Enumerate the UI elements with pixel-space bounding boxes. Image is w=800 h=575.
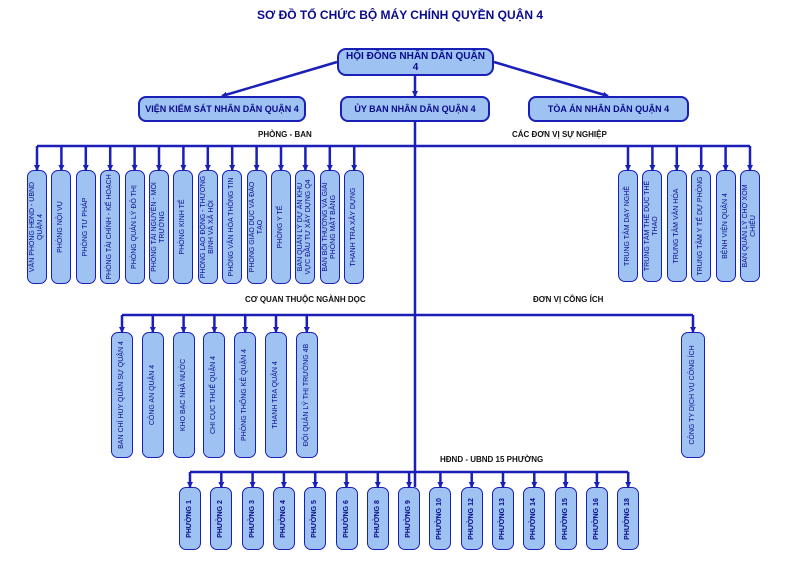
wards-label: HĐND - UBND 15 PHƯỜNG [440,455,544,464]
ward-box-label: PHƯỜNG 10 [436,497,444,540]
vertical-agency-box-5: PHÒNG THỐNG KÊ QUẬN 4 [234,332,257,458]
ward-box-label: PHƯỜNG 12 [467,497,475,540]
ward-box-9: PHƯỜNG 10 [429,487,452,550]
department-box-3: PHÒNG TƯ PHÁP [75,170,96,284]
department-box-label: PHÒNG GIÁO DỤC VÀ ĐÀO TẠO [248,181,264,273]
department-box-label: BAN BỒI THƯỜNG VÀ GIẢI PHÓNG MẶT BẰNG [321,182,337,272]
ward-box-4: PHƯỜNG 4 [272,487,295,550]
ward-box-14: PHƯỜNG 16 [585,487,608,550]
vertical-agency-box-label: KHO BẠC NHÀ NƯỚC [179,358,187,432]
service-unit-box-label: TRUNG TÂM DẠY NGHỀ [624,186,631,266]
department-box-label: PHÒNG QUẢN LÝ ĐÔ THỊ [130,185,138,269]
vertical-agencies-label: CƠ QUAN THUỘC NGÀNH DỌC [245,295,366,304]
committee-box: ỦY BAN NHÂN DÂN QUẬN 4 [340,96,490,122]
department-box-5: PHÒNG QUẢN LÝ ĐÔ THỊ [124,170,145,284]
service-unit-box-label: BAN QUẢN LÝ CHỢ XÓM CHIẾU [742,184,757,268]
vertical-agency-box-label: ĐỘI QUẢN LÝ THỊ TRƯỜNG 4B [302,343,310,447]
vertical-agency-box-2: CÔNG AN QUẬN 4 [141,332,164,458]
service-unit-box-6: BAN QUẢN LÝ CHỢ XÓM CHIẾU [740,170,760,282]
court-box: TÒA ÁN NHÂN DÂN QUẬN 4 [528,96,689,122]
departments-label: PHÒNG - BAN [258,130,312,139]
vertical-agency-box-label: PHÒNG THỐNG KÊ QUẬN 4 [241,348,249,442]
ward-box-label: PHƯỜNG 16 [592,497,600,540]
department-box-label: PHÒNG KINH TẾ [179,199,187,255]
service-units-label: CÁC ĐƠN VỊ SỰ NGHIỆP [512,130,607,139]
department-box-8: PHÒNG LAO ĐỘNG - THƯƠNG BINH VÀ XÃ HỘI [197,170,218,284]
ward-box-3: PHƯỜNG 3 [241,487,264,550]
vertical-agency-box-3: KHO BẠC NHÀ NƯỚC [172,332,195,458]
vertical-agency-box-6: THANH TRA QUẬN 4 [265,332,287,458]
service-unit-box-label: TRUNG TÂM Y TẾ DỰ PHÒNG [697,176,705,276]
ward-box-label: PHƯỜNG 13 [499,497,506,540]
service-unit-box-4: TRUNG TÂM Y TẾ DỰ PHÒNG [691,170,712,282]
ward-box-label: PHƯỜNG 1 [186,499,193,538]
public-unit-box-label: CÔNG TY DỊCH VỤ CÔNG ÍCH [689,345,696,445]
ward-box-5: PHƯỜNG 5 [304,487,327,550]
department-box-label: PHÒNG TÀI CHÍNH - KẾ HOẠCH [106,174,114,280]
department-box-2: PHÒNG NỘI VỤ [51,170,72,284]
department-box-11: PHÒNG Y TẾ [271,170,291,284]
vertical-agency-box-label: CÔNG AN QUẬN 4 [148,364,156,426]
vertical-agency-box-4: CHI CỤC THUẾ QUẬN 4 [203,332,226,458]
department-box-label: PHÒNG TÀI NGUYÊN - MÔI TRƯỜNG [151,182,166,272]
department-box-label: PHÒNG TƯ PHÁP [81,197,89,257]
service-unit-box-3: TRUNG TÂM VĂN HÓA [666,170,687,282]
department-box-13: BAN BỒI THƯỜNG VÀ GIẢI PHÓNG MẶT BẰNG [319,170,340,284]
department-box-label: PHÒNG NỘI VỤ [57,201,65,253]
ward-box-label: PHƯỜNG 6 [342,499,350,538]
service-unit-box-5: BỆNH VIỆN QUẬN 4 [715,170,736,282]
ward-box-15: PHƯỜNG 18 [617,487,640,550]
vertical-agency-box-label: CHI CỤC THUẾ QUẬN 4 [210,355,218,435]
department-box-14: THANH TRA XÂY DỰNG [344,170,365,284]
service-unit-box-label: TRUNG TÂM THỂ DỤC THỂ THAO [644,180,660,272]
vertical-agency-box-7: ĐỘI QUẢN LÝ THỊ TRƯỜNG 4B [295,332,318,458]
department-box-6: PHÒNG TÀI NGUYÊN - MÔI TRƯỜNG [149,170,169,284]
vertical-agency-box-1: BAN CHỈ HUY QUÂN SỰ QUẬN 4 [111,332,133,458]
department-box-9: PHÒNG VĂN HÓA THÔNG TIN [222,170,243,284]
department-box-label: PHÒNG LAO ĐỘNG - THƯƠNG BINH VÀ XÃ HỘI [199,175,215,279]
service-unit-box-1: TRUNG TÂM DẠY NGHỀ [618,170,638,282]
ward-box-2: PHƯỜNG 2 [210,487,233,550]
ward-box-label: PHƯỜNG 4 [279,499,287,538]
public-unit-box-1: CÔNG TY DỊCH VỤ CÔNG ÍCH [681,332,705,458]
ward-box-label: PHƯỜNG 9 [405,499,413,538]
vertical-agency-box-label: THANH TRA QUẬN 4 [272,361,279,429]
public-units-label: ĐƠN VỊ CÔNG ÍCH [533,295,604,304]
ward-box-12: PHƯỜNG 14 [523,487,546,550]
ward-box-13: PHƯỜNG 15 [554,487,577,550]
council-box: HỘI ĐỒNG NHÂN DÂN QUẬN 4 [337,48,494,76]
department-box-label: VĂN PHÒNG HĐND - UBND QUẬN 4 [29,181,44,273]
ward-box-1: PHƯỜNG 1 [179,487,201,550]
department-box-7: PHÒNG KINH TẾ [173,170,194,284]
department-box-12: BAN QUẢN LÝ DỰ ÁN KHU VỰC ĐẦU TƯ XÂY DỰN… [295,170,316,284]
ward-box-label: PHƯỜNG 2 [217,499,225,538]
department-box-label: PHÒNG Y TẾ [277,205,284,249]
department-box-label: BAN QUẢN LÝ DỰ ÁN KHU VỰC ĐẦU TƯ XÂY DỰN… [297,179,313,275]
service-unit-box-label: TRUNG TÂM VĂN HÓA [672,188,680,264]
department-box-1: VĂN PHÒNG HĐND - UBND QUẬN 4 [27,170,47,284]
service-unit-box-label: BỆNH VIỆN QUẬN 4 [721,193,729,259]
department-box-10: PHÒNG GIÁO DỤC VÀ ĐÀO TẠO [246,170,267,284]
department-box-label: THANH TRA XÂY DỰNG [350,187,358,267]
ward-box-7: PHƯỜNG 8 [366,487,389,550]
procuracy-box: VIỆN KIỂM SÁT NHÂN DÂN QUẬN 4 [138,96,306,122]
ward-box-8: PHƯỜNG 9 [398,487,421,550]
ward-box-label: PHƯỜNG 3 [248,499,256,538]
ward-box-6: PHƯỜNG 6 [335,487,358,550]
ward-box-label: PHƯỜNG 5 [311,499,319,538]
department-box-label: PHÒNG VĂN HÓA THÔNG TIN [228,177,236,277]
ward-box-label: PHƯỜNG 14 [530,497,538,540]
ward-box-label: PHƯỜNG 15 [561,497,569,540]
ward-box-label: PHƯỜNG 8 [373,499,381,538]
page-title: SƠ ĐỒ TỔ CHỨC BỘ MÁY CHÍNH QUYỀN QUẬN 4 [257,8,543,22]
ward-box-10: PHƯỜNG 12 [460,487,483,550]
vertical-agency-box-label: BAN CHỈ HUY QUÂN SỰ QUẬN 4 [118,341,125,449]
ward-box-label: PHƯỜNG 18 [624,497,632,540]
service-unit-box-2: TRUNG TÂM THỂ DỤC THỂ THAO [642,170,663,282]
department-box-4: PHÒNG TÀI CHÍNH - KẾ HOẠCH [100,170,121,284]
ward-box-11: PHƯỜNG 13 [492,487,514,550]
